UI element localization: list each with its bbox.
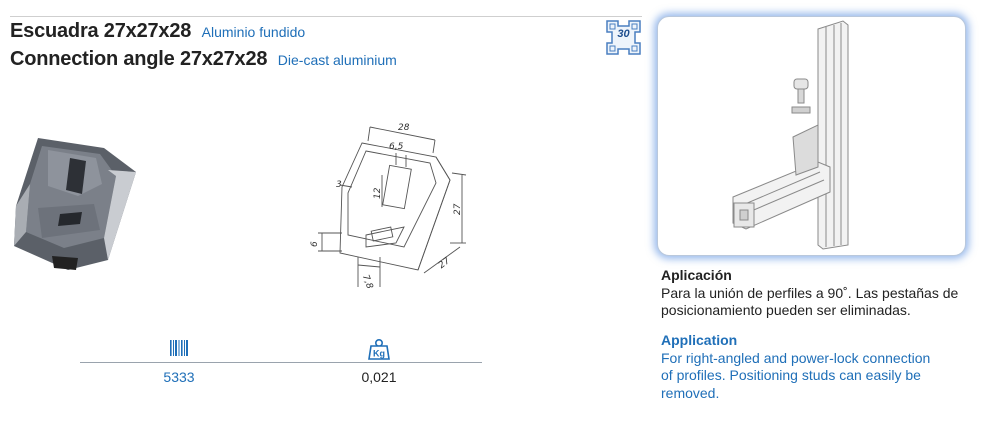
title-es-sub: Aluminio fundido	[201, 24, 306, 40]
technical-drawing: 28 6,5 12 3 27 27 6 7,8	[300, 115, 480, 295]
top-rule	[10, 16, 642, 17]
dim-slot-width: 6,5	[389, 142, 404, 152]
application-spanish: Aplicación Para la unión de perfiles a 9…	[661, 267, 971, 320]
product-code: 5333	[163, 369, 195, 385]
title-english: Connection angle 27x27x28 Die-cast alumi…	[10, 48, 397, 71]
application-es-heading: Aplicación	[661, 267, 732, 283]
dim-depth: 27	[437, 256, 452, 271]
title-en-main: Connection angle 27x27x28	[10, 48, 268, 70]
application-es-line-1: Para la unión de perfiles a 90˚. Las pes…	[661, 284, 959, 301]
dim-hole: 7,8	[360, 274, 374, 291]
dim-width: 28	[398, 123, 410, 133]
weight-kg-icon: Kg	[368, 338, 390, 360]
dim-wall: 3	[336, 180, 342, 190]
title-es-main: Escuadra 27x27x28	[10, 20, 192, 42]
application-en-line-2: of profiles. Positioning studs can easil…	[661, 367, 921, 383]
profile-series-icon: 30	[605, 19, 642, 56]
profile-series-number: 30	[617, 28, 630, 40]
barcode-icon	[168, 338, 190, 360]
application-en-line-3: removed.	[661, 384, 720, 401]
dim-height: 27	[453, 203, 463, 215]
connection-angle-3d-image	[8, 128, 140, 272]
spec-divider	[80, 362, 482, 363]
title-spanish: Escuadra 27x27x28 Aluminio fundido	[10, 20, 305, 43]
application-en-heading: Application	[661, 332, 738, 348]
title-en-sub: Die-cast aluminium	[277, 52, 397, 68]
product-weight: 0,021	[361, 369, 397, 385]
spec-table: Kg 5333 0,021	[80, 338, 482, 398]
application-en-line-1: For right-angled and power-lock connecti…	[661, 349, 931, 366]
application-english: Application For right-angled and power-l…	[661, 332, 971, 402]
application-es-line-2: posicionamiento pueden ser eliminadas.	[661, 302, 911, 318]
dim-slot-height: 12	[373, 187, 383, 199]
weight-icon-label: Kg	[373, 349, 385, 359]
application-photo	[657, 16, 966, 256]
dim-base: 6	[310, 241, 320, 247]
